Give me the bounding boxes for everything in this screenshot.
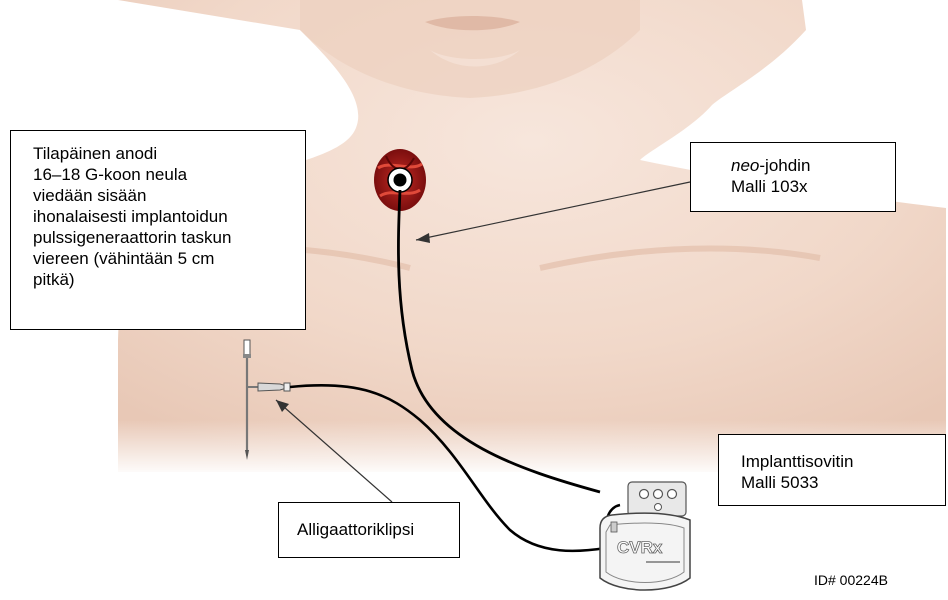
anode-line: Tilapäinen anodi [33, 143, 295, 164]
electrode-center [394, 174, 407, 187]
figure-id: ID# 00224B [814, 572, 888, 588]
clip-label: Alligaattoriklipsi [297, 519, 449, 540]
anode-line: viedään sisään [33, 185, 295, 206]
clip-callout: Alligaattoriklipsi [278, 502, 460, 558]
anode-line: ihonalaisesti implantoidun [33, 206, 295, 227]
neo-lead-callout: neo-johdin Malli 103x [690, 142, 896, 212]
lead-prefix: neo [731, 156, 759, 175]
adapter-model: Malli 5033 [741, 472, 935, 493]
lead-suffix: -johdin [759, 156, 810, 175]
device-brand-label: CVRx [617, 538, 663, 557]
adapter-callout: Implanttisovitin Malli 5033 [718, 434, 946, 506]
lead-model: Malli 103x [731, 176, 885, 197]
lead-name: neo-johdin [731, 155, 885, 176]
anode-line: 16–18 G-koon neula [33, 164, 295, 185]
anode-line: pulssigeneraattorin taskun [33, 227, 295, 248]
anode-callout: Tilapäinen anodi 16–18 G-koon neula vied… [10, 130, 306, 330]
adapter-name: Implanttisovitin [741, 451, 935, 472]
pulse-generator-device: CVRx [600, 482, 690, 590]
anode-line: viereen (vähintään 5 cm [33, 248, 295, 269]
anode-line: pitkä) [33, 269, 295, 290]
